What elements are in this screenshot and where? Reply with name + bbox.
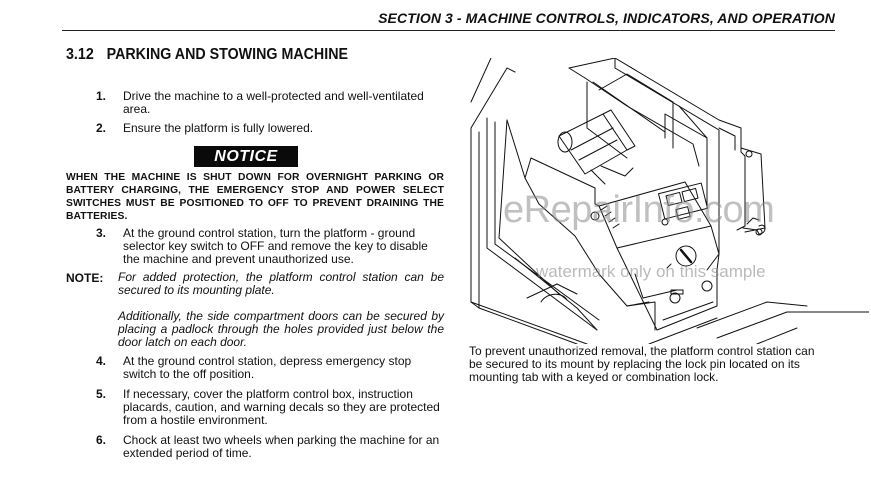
notice-label: NOTICE: [194, 146, 298, 167]
header-rule: [62, 30, 835, 31]
control-box: [498, 119, 720, 331]
step-number: 3.: [96, 226, 107, 240]
figure-caption: To prevent unauthorized removal, the pla…: [469, 344, 815, 384]
step-number: 1.: [96, 89, 107, 103]
step-3: 3. At the ground control station, turn t…: [96, 227, 446, 266]
section-title-text: PARKING AND STOWING MACHINE: [106, 46, 349, 63]
step-number: 4.: [96, 354, 107, 368]
step-5: 5. If necessary, cover the platform cont…: [96, 388, 446, 427]
step-number: 2.: [96, 121, 107, 135]
note-label: NOTE:: [66, 271, 104, 285]
note-paragraph-2: Additionally, the side compartment doors…: [118, 309, 444, 349]
step-1: 1. Drive the machine to a well-protected…: [96, 90, 446, 116]
mounting-frame: [470, 58, 600, 344]
step-text: If necessary, cover the platform control…: [123, 387, 440, 427]
step-6: 6. Chock at least two wheels when parkin…: [96, 434, 446, 460]
step-number: 6.: [96, 433, 107, 447]
section-number: 3.12: [66, 46, 94, 63]
control-station-illustration: [470, 58, 869, 344]
section-title: 3.12 PARKING AND STOWING MACHINE: [66, 46, 348, 64]
watermark-sample: watermark only on this sample: [536, 262, 766, 281]
step-text: At the ground control station, depress e…: [123, 354, 412, 381]
step-4: 4. At the ground control station, depres…: [96, 355, 446, 381]
note-paragraph-1: For added protection, the platform contr…: [118, 270, 444, 297]
lower-structure: [514, 257, 869, 344]
section-header: SECTION 3 - MACHINE CONTROLS, INDICATORS…: [378, 10, 835, 26]
mounting-bracket: [568, 58, 766, 271]
lock-pin: [742, 217, 766, 235]
notice-text: WHEN THE MACHINE IS SHUT DOWN FOR OVERNI…: [66, 172, 444, 222]
step-text: At the ground control station, turn the …: [123, 226, 428, 266]
cylinder-component: [557, 109, 636, 185]
step-number: 5.: [96, 387, 107, 401]
step-text: Drive the machine to a well-protected an…: [123, 89, 424, 116]
step-text: Ensure the platform is fully lowered.: [123, 121, 314, 135]
step-text: Chock at least two wheels when parking t…: [123, 433, 440, 460]
step-2: 2. Ensure the platform is fully lowered.: [96, 122, 446, 135]
watermark-site: eRepairInfo.com: [503, 189, 775, 231]
